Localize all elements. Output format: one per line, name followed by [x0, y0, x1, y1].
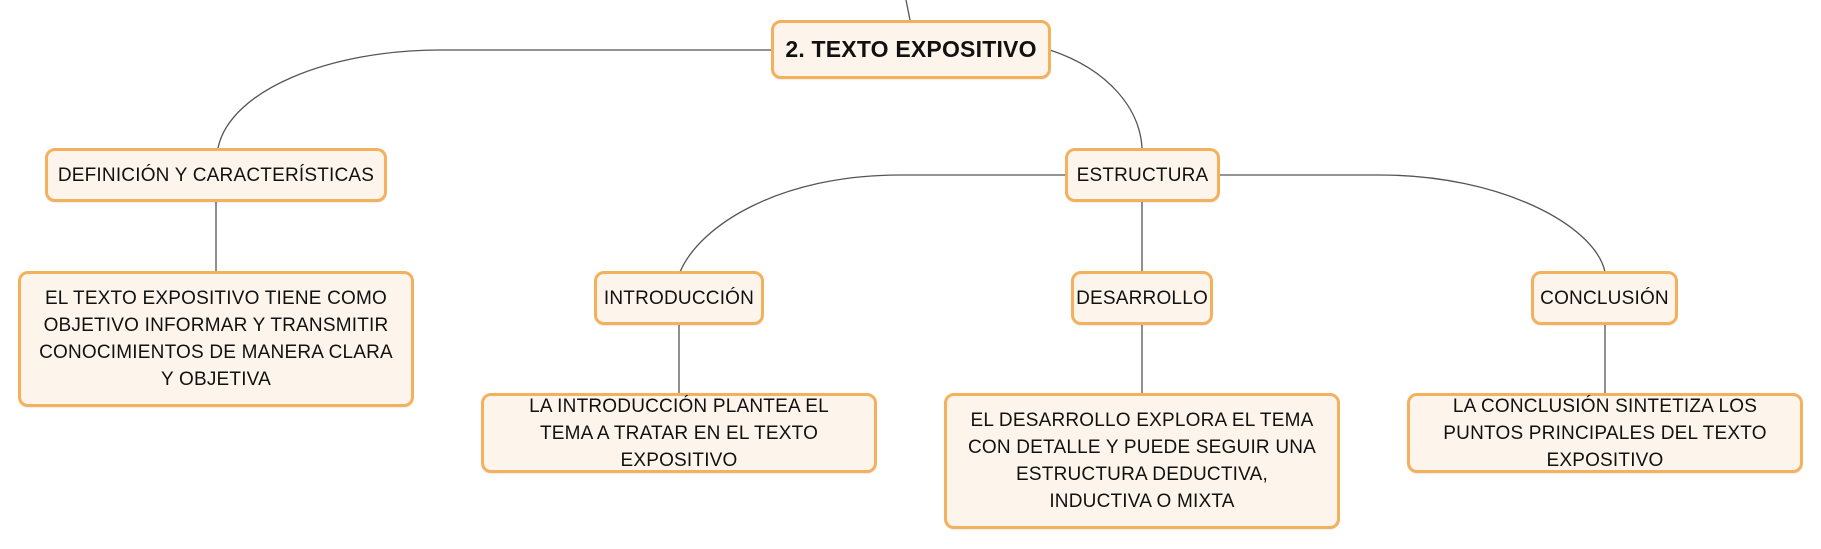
development-text-node[interactable]: EL DESARROLLO EXPLORA EL TEMA CON DETALL… — [944, 393, 1340, 529]
conclusion-topic-label: CONCLUSIÓN — [1540, 287, 1669, 309]
introduction-topic-node[interactable]: INTRODUCCIÓN — [594, 271, 764, 325]
root-topic-label: 2. TEXTO EXPOSITIVO — [785, 36, 1037, 62]
connector-structure-to-conclusion — [1218, 174, 1606, 273]
definition-topic-label: DEFINICIÓN Y CARACTERÍSTICAS — [57, 164, 375, 186]
definition-topic-node[interactable]: DEFINICIÓN Y CARACTERÍSTICAS — [45, 148, 387, 202]
conclusion-text-node[interactable]: LA CONCLUSIÓN SINTETIZA LOS PUNTOS PRINC… — [1407, 393, 1803, 473]
connector-structure-to-introduction — [679, 174, 1066, 273]
conclusion-text: LA CONCLUSIÓN SINTETIZA LOS PUNTOS PRINC… — [1443, 395, 1767, 471]
connector-parent-to-root — [905, 0, 911, 21]
root-topic-node[interactable]: 2. TEXTO EXPOSITIVO — [771, 20, 1051, 79]
development-topic-node[interactable]: DESARROLLO — [1071, 271, 1213, 325]
definition-text: EL TEXTO EXPOSITIVO TIENE COMO OBJETIVO … — [39, 288, 393, 390]
conclusion-topic-node[interactable]: CONCLUSIÓN — [1531, 271, 1678, 325]
introduction-text: LA INTRODUCCIÓN PLANTEA EL TEMA A TRATAR… — [529, 395, 829, 471]
connector-root-to-definition — [217, 49, 772, 149]
development-text: EL DESARROLLO EXPLORA EL TEMA CON DETALL… — [967, 410, 1317, 512]
development-topic-label: DESARROLLO — [1076, 287, 1208, 309]
connector-root-to-structure — [1049, 49, 1143, 149]
structure-topic-node[interactable]: ESTRUCTURA — [1065, 148, 1220, 202]
introduction-topic-label: INTRODUCCIÓN — [603, 287, 755, 309]
definition-text-node[interactable]: EL TEXTO EXPOSITIVO TIENE COMO OBJETIVO … — [18, 271, 414, 407]
introduction-text-node[interactable]: LA INTRODUCCIÓN PLANTEA EL TEMA A TRATAR… — [481, 393, 877, 473]
structure-topic-label: ESTRUCTURA — [1076, 164, 1209, 186]
